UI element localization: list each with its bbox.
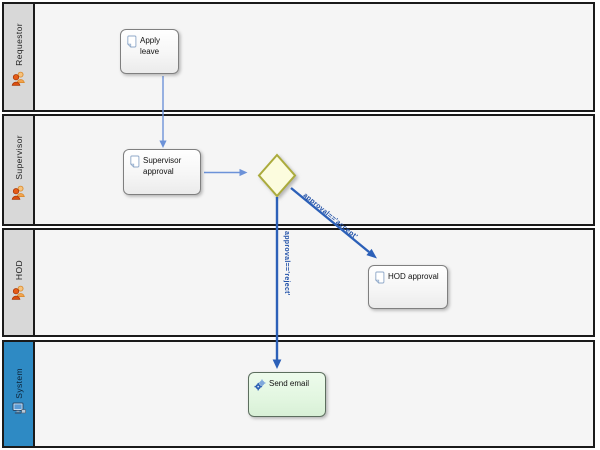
lane-body-hod bbox=[35, 230, 593, 335]
task-label: Send email bbox=[269, 379, 310, 388]
lane-header-system[interactable]: System bbox=[4, 342, 35, 446]
lane-body-requestor bbox=[35, 4, 593, 110]
edge-label-reject[interactable]: approval=='reject' bbox=[283, 231, 290, 296]
document-icon bbox=[374, 271, 385, 289]
lane-header-supervisor[interactable]: Supervisor bbox=[4, 116, 35, 224]
document-icon bbox=[129, 155, 140, 173]
people-icon bbox=[11, 184, 26, 205]
lane-label-requestor: Requestor bbox=[13, 23, 24, 66]
task-label: Apply leave bbox=[140, 36, 161, 56]
lane-header-requestor[interactable]: Requestor bbox=[4, 4, 35, 110]
task-send-email[interactable]: Send email bbox=[248, 372, 326, 417]
people-icon bbox=[11, 70, 26, 91]
task-supervisor-approval[interactable]: Supervisor approval bbox=[123, 149, 201, 195]
computer-icon bbox=[12, 402, 26, 420]
task-label: HOD approval bbox=[388, 272, 439, 281]
task-hod-approval[interactable]: HOD approval bbox=[368, 265, 448, 309]
lane-requestor: Requestor bbox=[2, 2, 595, 112]
lane-header-hod[interactable]: HOD bbox=[4, 230, 35, 335]
lane-supervisor: Supervisor bbox=[2, 114, 595, 226]
people-icon bbox=[11, 284, 26, 305]
lane-label-system: System bbox=[13, 367, 24, 399]
lane-hod: HOD bbox=[2, 228, 595, 337]
gears-icon bbox=[254, 378, 266, 396]
lane-label-supervisor: Supervisor bbox=[13, 135, 24, 180]
document-icon bbox=[126, 35, 137, 53]
lane-system: System bbox=[2, 340, 595, 448]
task-apply-leave[interactable]: Apply leave bbox=[120, 29, 179, 74]
lane-label-hod: HOD bbox=[13, 259, 24, 281]
task-label: Supervisor approval bbox=[143, 156, 182, 176]
